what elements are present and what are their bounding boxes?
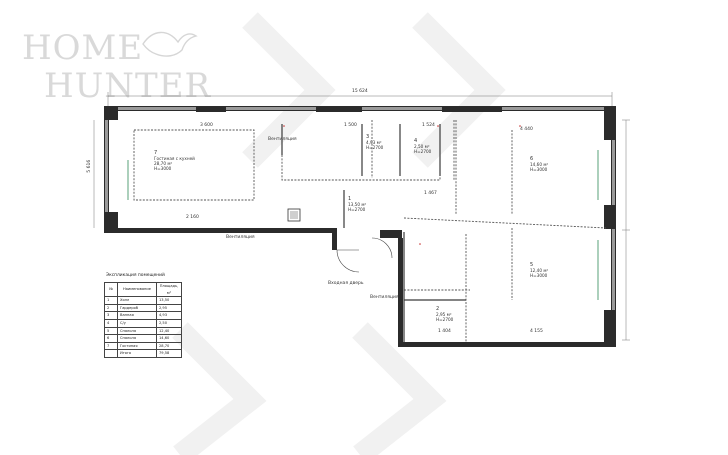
dim-bottom-left: 2 160 <box>186 215 199 220</box>
legend-cell: 4,93 <box>156 311 182 320</box>
legend-cell: 1 <box>104 296 118 305</box>
legend-cell: Спальня <box>117 334 157 343</box>
legend-cell: 3 <box>104 311 118 320</box>
bird-logo-icon <box>142 31 198 57</box>
legend-cell <box>104 349 118 358</box>
legend-cell: Спальня <box>117 326 157 336</box>
note-entrance: Входная дверь <box>328 281 364 286</box>
legend-cell: Гардероб <box>117 303 157 313</box>
dim-left-height: 5 616 <box>87 159 93 173</box>
legend-header-cell: Наименование <box>117 281 157 298</box>
legend-cell: 6 <box>104 334 118 343</box>
legend-cell: Холл <box>117 296 157 305</box>
legend-cell: 5 <box>104 326 118 336</box>
legend-cell: 2,95 <box>156 303 182 313</box>
dim-top-mid1: 1 500 <box>344 123 357 128</box>
legend-cell: 28,70 <box>156 341 182 351</box>
legend-cell: Гостиная <box>117 341 157 351</box>
watermark-line1: HOME <box>22 28 144 68</box>
legend-cell: Итого <box>117 349 157 358</box>
legend-cell: 7 <box>104 341 118 351</box>
legend-cell: 79,58 <box>156 349 182 358</box>
legend-cell: С/у <box>117 318 157 328</box>
legend-cell: 4 <box>104 318 118 328</box>
note-vent-left: Вентиляция <box>226 235 255 240</box>
dim-top-left: 3 600 <box>200 123 213 128</box>
legend-header-cell: № <box>104 281 118 298</box>
dim-top-right: 4 440 <box>520 127 533 132</box>
legend-cell: 12,40 <box>156 326 182 336</box>
legend-title: Экспликация помещений <box>106 273 165 278</box>
note-vent-mid: Вентиляция <box>370 295 399 300</box>
dim-lower-bottom: 1 404 <box>438 329 451 334</box>
legend-cell: 14,60 <box>156 334 182 343</box>
legend-cell: 13,50 <box>156 296 182 305</box>
watermark-line2: HUNTER <box>44 66 212 106</box>
legend-header-row: № Наименование Площадь, м² <box>104 281 182 298</box>
dim-top-mid2: 1 524 <box>422 123 435 128</box>
overall-dim: 15 624 <box>352 89 368 94</box>
dim-bottom-mid: 1 467 <box>424 191 437 196</box>
legend-cell: Ванная <box>117 311 157 320</box>
legend-header-cell: Площадь, м² <box>156 281 182 298</box>
note-vent-low: Вентиляция <box>268 137 297 142</box>
dim-right-bottom: 4 155 <box>530 329 543 334</box>
legend-cell: 2 <box>104 303 118 313</box>
legend-cell: 2,50 <box>156 318 182 328</box>
